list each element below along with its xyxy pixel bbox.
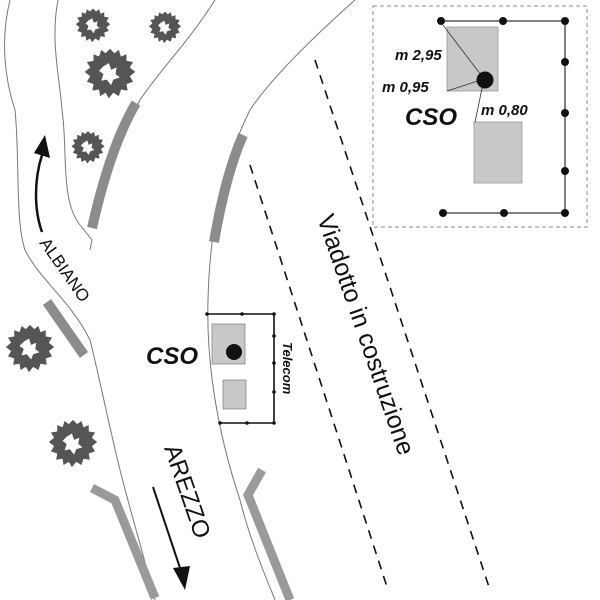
- viaduct-label: Viadotto in costruzione: [311, 211, 420, 459]
- guardrail-lower-right: [243, 467, 295, 600]
- tree-icon: [75, 8, 111, 43]
- road-edge-right: [207, 0, 356, 600]
- dimension-label-080: m 0,80: [481, 102, 528, 119]
- cso-point-icon: [226, 344, 242, 360]
- arrow-north-head-icon: [34, 135, 50, 158]
- road-edge-mid-left: [54, 0, 93, 251]
- tree-icon: [71, 131, 105, 164]
- viaduct-line-right: [314, 59, 491, 591]
- building-small: [222, 379, 247, 410]
- tree-icon: [148, 11, 182, 44]
- arrow-south-shaft: [152, 486, 181, 569]
- inset-detail: m 2,95 m 0,95 CSO m 0,80: [372, 5, 588, 228]
- telecom-label: Telecom: [280, 342, 295, 395]
- inset-cso-label: CSO: [405, 104, 457, 131]
- viaduct-line-left: [249, 164, 389, 591]
- dimension-label-095: m 0,95: [382, 79, 429, 96]
- tree-icon: [5, 324, 55, 373]
- tree-icon: [48, 419, 98, 468]
- cso-label: CSO: [146, 343, 198, 370]
- tree-icon: [84, 48, 136, 99]
- building-large: [211, 323, 246, 365]
- guardrail-upper-right: [209, 132, 248, 243]
- arrow-north-shaft: [34, 154, 44, 233]
- dimension-label-295: m 2,95: [395, 47, 442, 64]
- direction-label-albiano: ALBIANO: [36, 234, 94, 305]
- inset-building-small: [473, 121, 523, 184]
- guardrail-lower-left: [89, 484, 160, 600]
- inset-cso-point-icon: [476, 71, 494, 89]
- telecom-site: CSO Telecom: [146, 312, 295, 425]
- guardrail-upper-left: [87, 100, 141, 230]
- guardrail-mid-left: [42, 299, 89, 358]
- arrow-south-head-icon: [173, 566, 190, 590]
- road-edge-far-left: [4, 0, 156, 600]
- dimension-line-295: [442, 24, 485, 80]
